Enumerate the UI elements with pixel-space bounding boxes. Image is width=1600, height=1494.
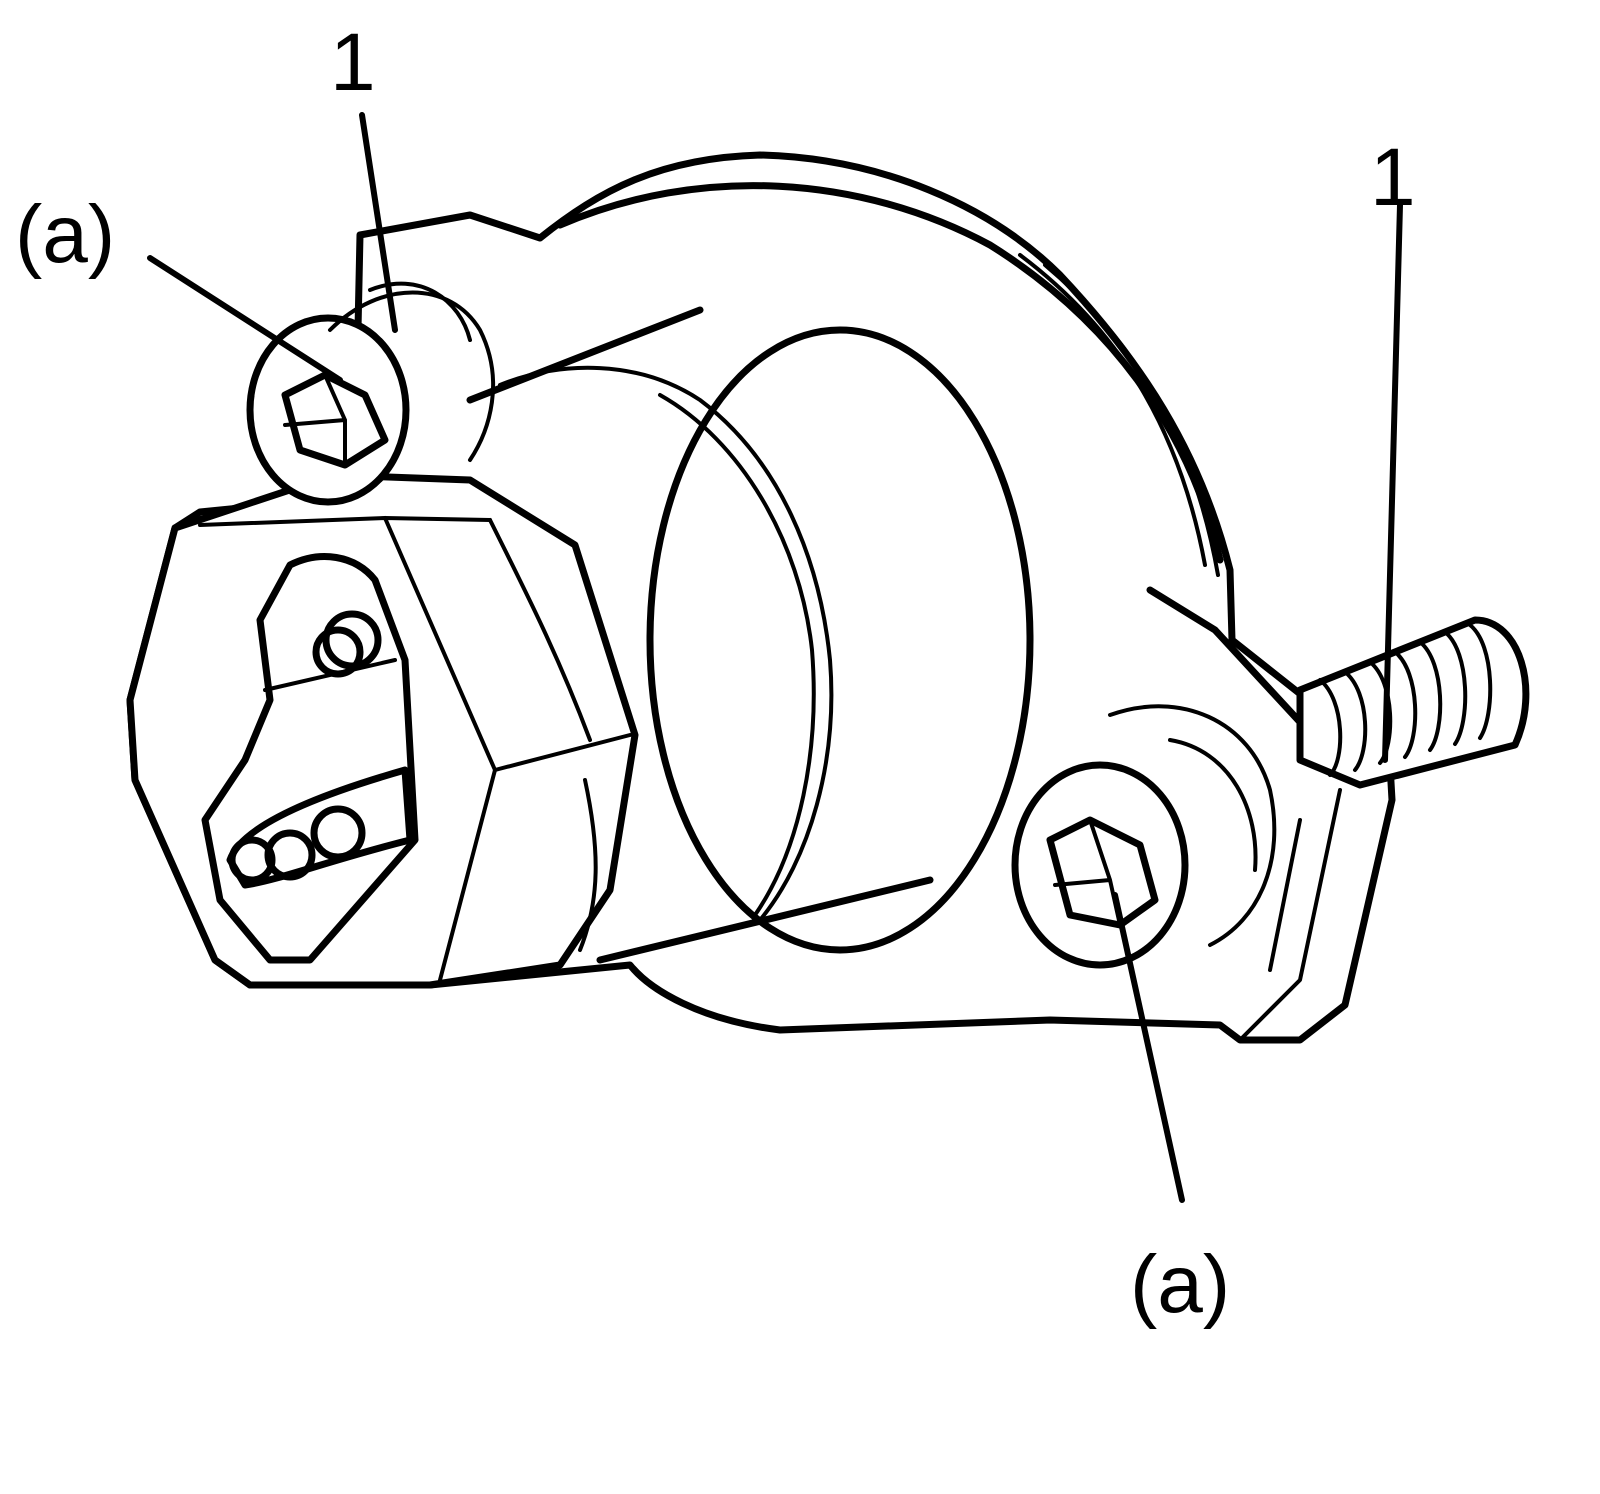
leader-line-top-left-fastener xyxy=(147,255,343,383)
terminal-pin xyxy=(310,805,366,861)
body-bottom-edge xyxy=(596,876,934,964)
stud-thread xyxy=(1418,640,1443,752)
stud-thread xyxy=(1443,630,1468,746)
bolt-boss-bottom xyxy=(1108,704,1277,947)
bolt-boss-top xyxy=(328,290,496,462)
body-rear-rim xyxy=(646,326,1034,954)
stud-thread xyxy=(1393,650,1418,759)
callout-label-part-1-top: 1 xyxy=(330,17,376,108)
flange-ridge-inner-2 xyxy=(1043,263,1220,577)
flange-ridge-inner xyxy=(1018,253,1207,567)
callout-label-fastener-top: (a) xyxy=(15,189,115,280)
body-shoulder-inner xyxy=(658,393,816,917)
leader-line-right-part xyxy=(1382,202,1403,763)
connector-hex-facet-3 xyxy=(438,768,497,982)
connector-hex-facet-5 xyxy=(578,778,598,952)
connector-socket xyxy=(201,553,419,964)
flange-ridge-outer xyxy=(556,182,1224,564)
stud-thread xyxy=(1318,678,1343,777)
callout-label-fastener-bottom: (a) xyxy=(1130,1239,1230,1330)
body-top-edge xyxy=(466,306,704,404)
flange-lower-edge xyxy=(1238,788,1342,1042)
stud-thread xyxy=(1343,670,1368,772)
terminal-pin xyxy=(264,829,316,881)
body-shoulder xyxy=(498,365,834,922)
leader-line-bottom-fastener xyxy=(1112,892,1185,1203)
socket-inner-rail-2 xyxy=(226,766,414,889)
flange-lower-edge-2 xyxy=(1268,818,1302,972)
bolt-boss-bottom-2 xyxy=(1168,738,1258,872)
terminal-pin xyxy=(322,610,382,670)
callout-label-part-1-right: 1 xyxy=(1370,132,1416,223)
terminal-pin xyxy=(312,626,364,678)
connector-hex-facet-4 xyxy=(488,518,592,742)
connector-hex xyxy=(126,471,639,989)
bolt-head-top-facet xyxy=(283,373,347,467)
leader-line-top-left-part xyxy=(359,112,398,333)
stud-thread xyxy=(1468,623,1493,740)
